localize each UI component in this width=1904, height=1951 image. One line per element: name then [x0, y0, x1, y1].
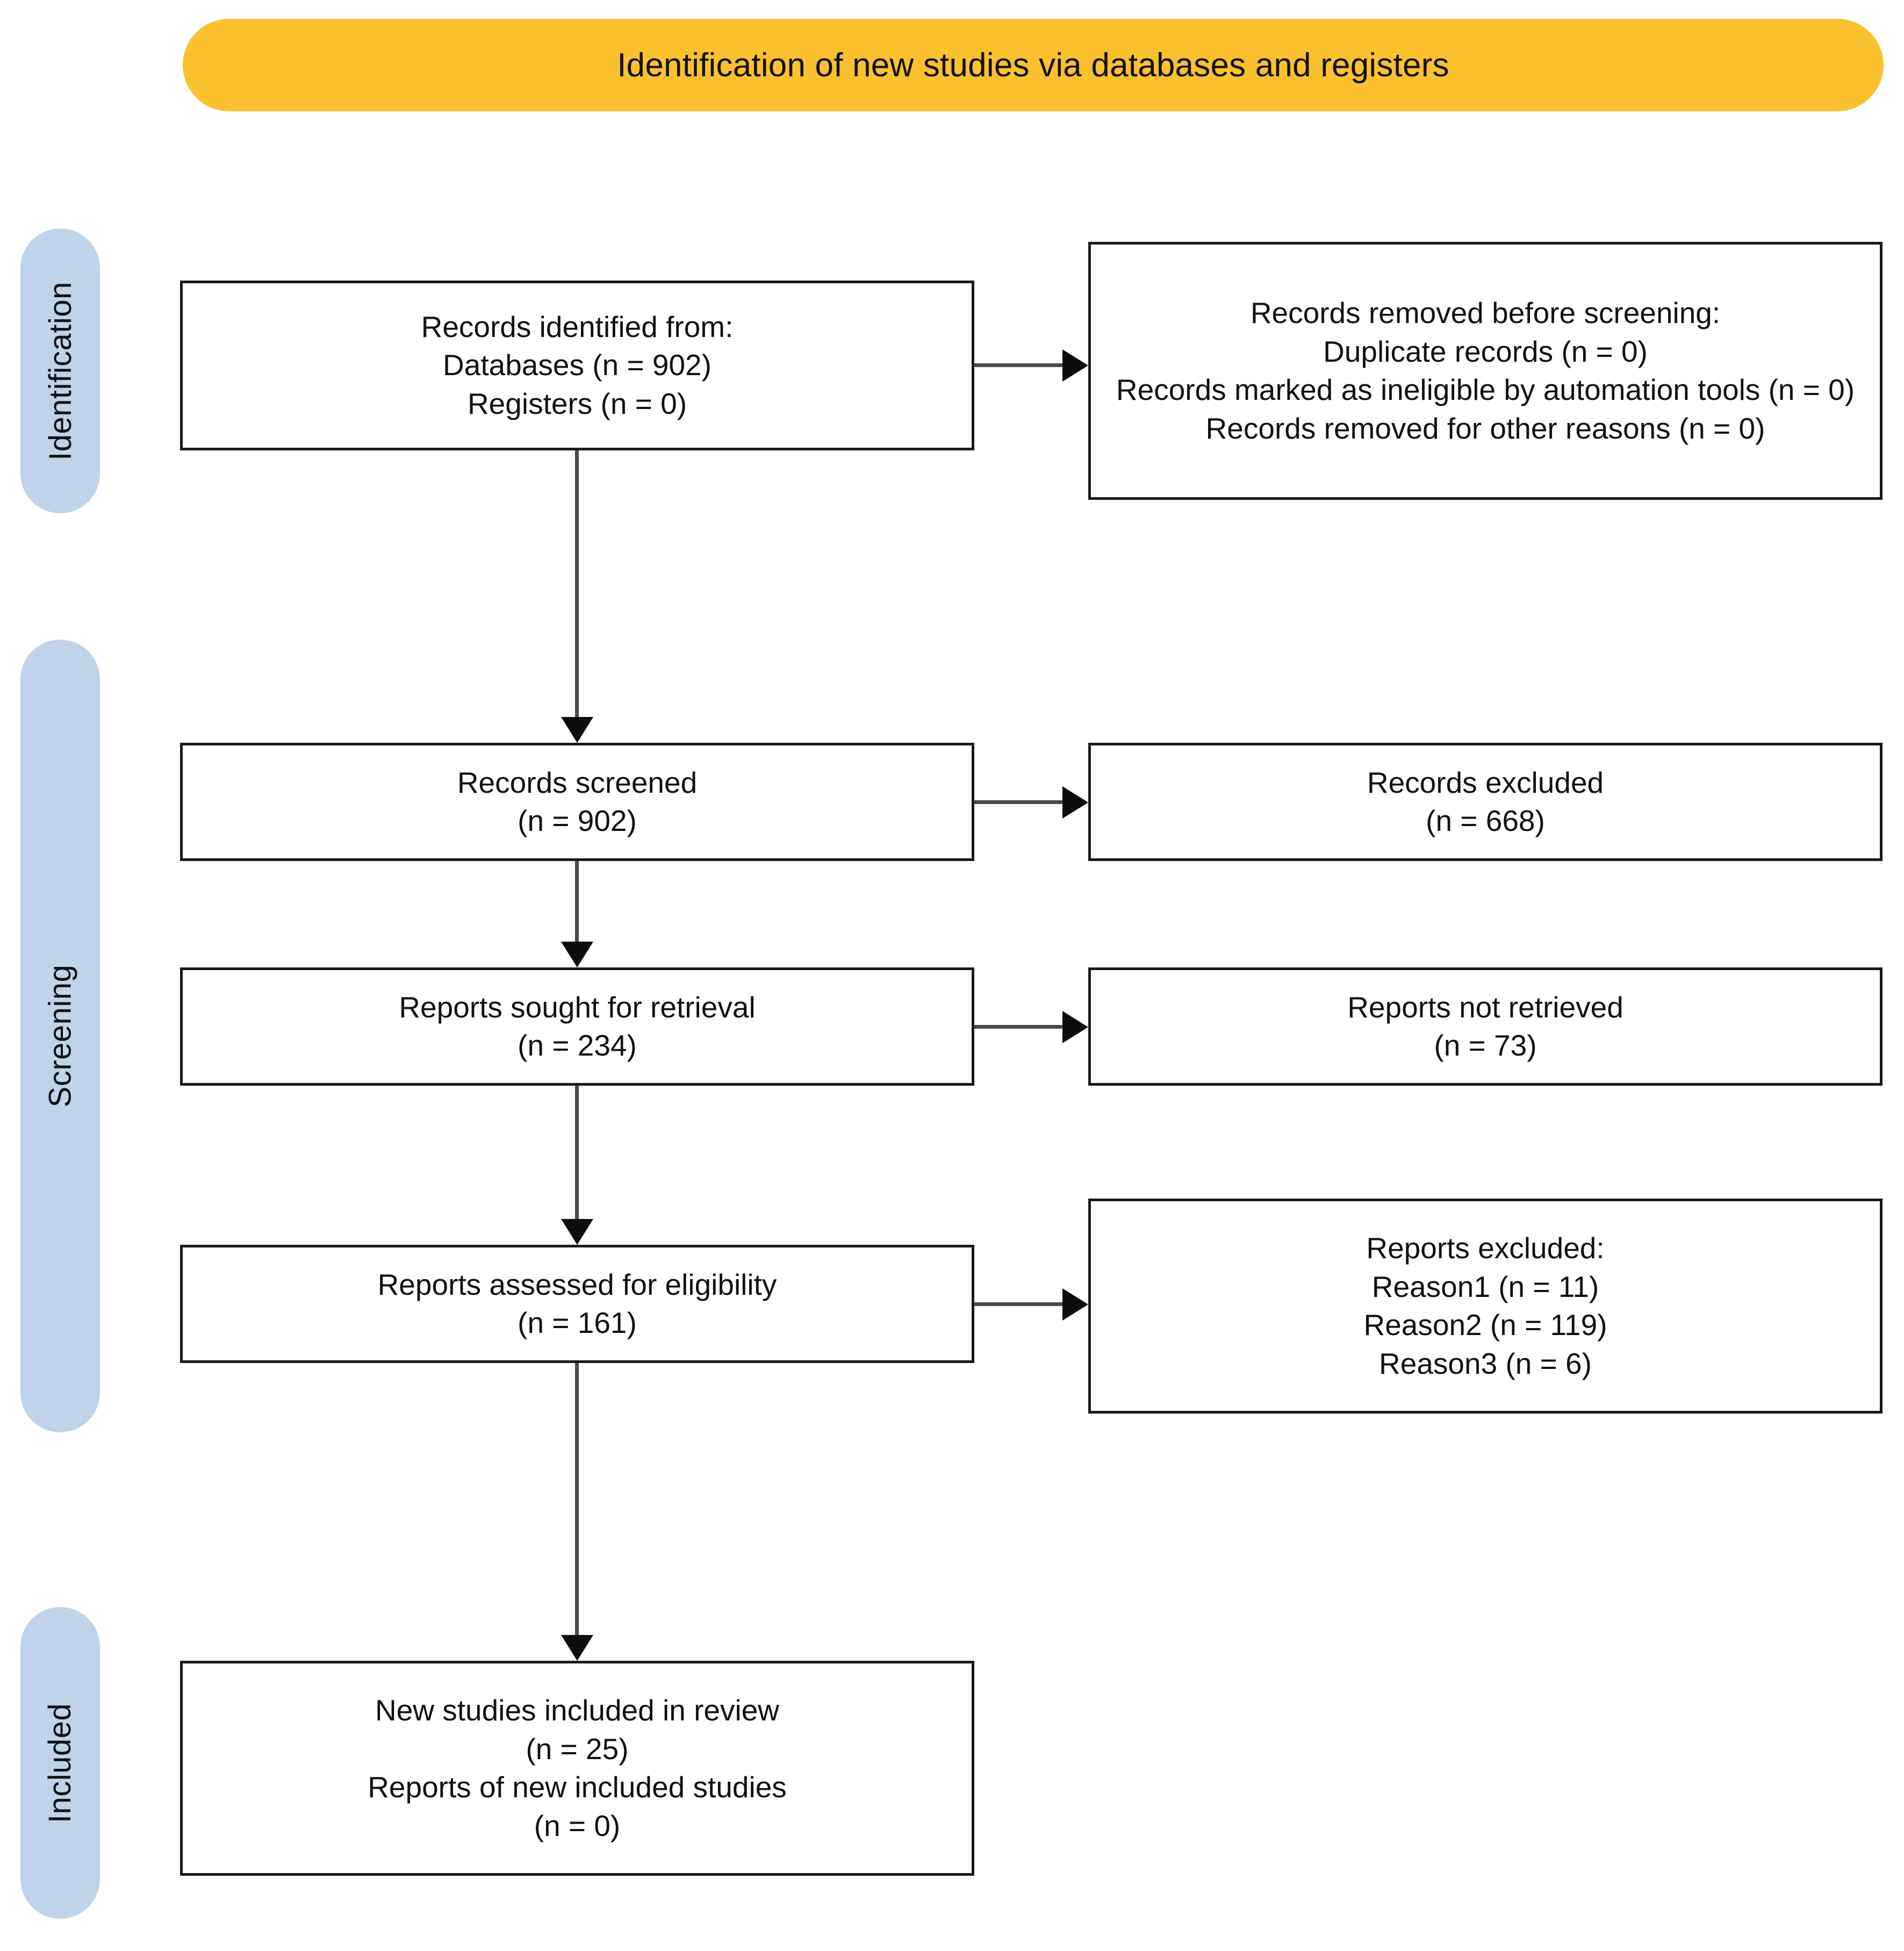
box-records-removed-before-screening: Records removed before screening: Duplic… — [1088, 242, 1883, 500]
stage-label-included-text: Included — [42, 1703, 78, 1823]
arrow-identified-to-removed-icon — [1062, 349, 1088, 382]
box-line: Records removed before screening: — [1250, 296, 1721, 329]
box-line: Reports not retrieved — [1347, 990, 1623, 1024]
box-line: Records marked as ineligible by automati… — [1116, 373, 1855, 406]
box-line: Reports sought for retrieval — [399, 990, 756, 1024]
box-line: (n = 73) — [1434, 1029, 1537, 1062]
header-title: Identification of new studies via databa… — [617, 46, 1449, 84]
connector-screened-to-sought — [575, 861, 579, 944]
box-reports-excluded: Reports excluded: Reason1 (n = 11) Reaso… — [1088, 1199, 1883, 1414]
box-reports-sought-for-retrieval: Reports sought for retrieval (n = 234) — [180, 967, 974, 1086]
stage-label-included: Included — [20, 1607, 100, 1919]
box-line: Reason2 (n = 119) — [1363, 1308, 1607, 1342]
box-line: Reports of new included studies — [368, 1770, 787, 1804]
box-line: Databases (n = 902) — [443, 348, 712, 382]
stage-label-identification-text: Identification — [42, 281, 78, 461]
box-line: (n = 25) — [526, 1732, 629, 1766]
box-line: Reports assessed for eligibility — [377, 1267, 777, 1301]
arrow-identified-to-screened-icon — [561, 717, 593, 743]
box-line: Records removed for other reasons (n = 0… — [1205, 411, 1765, 445]
connector-identified-to-removed — [974, 363, 1062, 367]
box-new-studies-included: New studies included in review (n = 25) … — [180, 1661, 974, 1876]
connector-assessed-to-reports-excluded — [974, 1302, 1062, 1306]
box-line: (n = 902) — [518, 804, 637, 837]
box-reports-assessed-for-eligibility: Reports assessed for eligibility (n = 16… — [180, 1245, 974, 1363]
stage-label-screening: Screening — [20, 640, 100, 1432]
box-line: Reason1 (n = 11) — [1371, 1269, 1599, 1303]
box-line: (n = 161) — [518, 1306, 637, 1339]
arrow-screened-to-excluded-icon — [1062, 786, 1088, 819]
box-line: Records identified from: — [421, 310, 734, 343]
arrow-screened-to-sought-icon — [561, 942, 593, 967]
box-line: New studies included in review — [375, 1694, 780, 1727]
arrow-sought-to-assessed-icon — [561, 1219, 593, 1245]
stage-label-identification: Identification — [20, 228, 100, 513]
box-line: Registers (n = 0) — [467, 386, 687, 420]
box-records-identified: Records identified from: Databases (n = … — [180, 281, 974, 450]
connector-identified-to-screened — [575, 450, 579, 717]
connector-screened-to-excluded — [974, 800, 1062, 804]
connector-sought-to-notretrieved — [974, 1025, 1062, 1029]
box-reports-not-retrieved: Reports not retrieved (n = 73) — [1088, 967, 1883, 1086]
box-line: Records excluded — [1367, 765, 1604, 799]
connector-sought-to-assessed — [575, 1086, 579, 1221]
box-records-screened: Records screened (n = 902) — [180, 743, 974, 861]
connector-assessed-to-included — [575, 1363, 579, 1635]
box-records-excluded: Records excluded (n = 668) — [1088, 743, 1883, 861]
box-line: Records screened — [457, 765, 698, 799]
box-line: (n = 0) — [534, 1809, 621, 1842]
box-line: Duplicate records (n = 0) — [1323, 334, 1648, 368]
header-banner: Identification of new studies via databa… — [183, 19, 1884, 111]
box-line: (n = 668) — [1426, 804, 1545, 837]
arrow-sought-to-notretrieved-icon — [1062, 1011, 1088, 1043]
box-line: (n = 234) — [518, 1029, 637, 1062]
stage-label-screening-text: Screening — [42, 964, 78, 1108]
arrow-assessed-to-included-icon — [561, 1635, 593, 1661]
box-line: Reason3 (n = 6) — [1379, 1346, 1592, 1380]
arrow-assessed-to-reports-excluded-icon — [1062, 1288, 1088, 1321]
box-line: Reports excluded: — [1366, 1231, 1605, 1265]
